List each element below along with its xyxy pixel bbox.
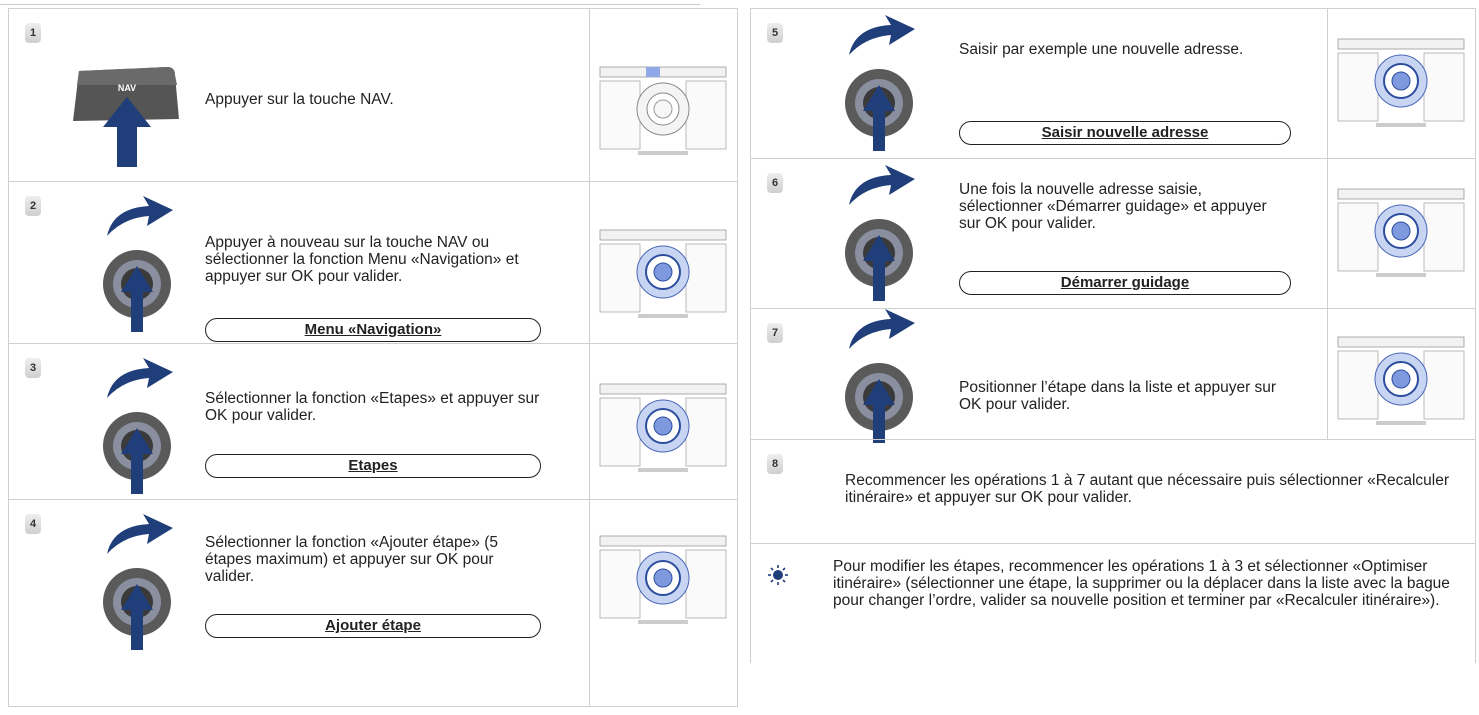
console-diagram [1327, 9, 1477, 158]
step-text: Appuyer sur la touche NAV. [205, 91, 394, 108]
header-rule [0, 0, 700, 5]
console-illustration [1337, 188, 1465, 277]
step-3: 3 OK Sélectionner la fonction «Etapes» e… [8, 343, 738, 499]
step-2: 2 OK Appuyer à nouveau sur la touche NAV… [8, 181, 738, 343]
step-number: 5 [767, 23, 783, 43]
demarrer-guidage-button[interactable]: Démarrer guidage [959, 271, 1291, 295]
console-diagram [1327, 159, 1477, 308]
console-illustration [599, 383, 727, 472]
step-text: Positionner l’étape dans la liste et app… [959, 379, 1277, 413]
ajouter-etape-button[interactable]: Ajouter étape [205, 614, 541, 638]
console-illustration [1337, 336, 1465, 425]
rotary-knob-icon: OK [845, 165, 915, 301]
left-column: 1 NAV Appuyer sur la touche NAV. 2 [8, 8, 738, 707]
tip-text: Pour modifier les étapes, recommencer le… [833, 558, 1450, 609]
rotary-knob-icon: OK [103, 514, 173, 650]
tip: Pour modifier les étapes, recommencer le… [750, 543, 1476, 663]
step-text: Appuyer à nouveau sur la touche NAV ou s… [205, 234, 519, 285]
step-number: 8 [767, 454, 783, 474]
bulb-icon [768, 565, 788, 585]
step-text: Saisir par exemple une nouvelle adresse. [959, 41, 1244, 58]
step-6: 6 OK Une fois la nouvelle adresse saisie… [750, 158, 1476, 308]
step-5: 5 OK Saisir par exemple une nouvelle adr… [750, 8, 1476, 158]
step-text: Sélectionner la fonction «Etapes» et app… [205, 390, 540, 424]
rotary-knob-icon: OK [845, 309, 915, 443]
rotary-knob-icon: OK [103, 196, 173, 332]
console-diagram [1327, 309, 1477, 439]
step-7: 7 OK Positionner l’étape dans la liste e… [750, 308, 1477, 443]
step-text: Sélectionner la fonction «Ajouter étape»… [205, 534, 498, 585]
console-illustration [1337, 38, 1465, 127]
menu-navigation-button[interactable]: Menu «Navigation» [205, 318, 541, 342]
saisir-nouvelle-adresse-button[interactable]: Saisir nouvelle adresse [959, 121, 1291, 145]
console-illustration [599, 66, 727, 155]
rotary-knob-icon: OK [103, 358, 173, 494]
console-diagram [589, 344, 739, 499]
step-number: 3 [25, 358, 41, 378]
nav-key-label: NAV [118, 83, 136, 93]
step-1: 1 NAV Appuyer sur la touche NAV. [8, 8, 738, 181]
etapes-button[interactable]: Etapes [205, 454, 541, 478]
step-4: 4 OK Sélectionner la fonction «Ajouter é… [8, 499, 738, 707]
nav-key-icon: NAV [73, 67, 179, 167]
step-number: 7 [767, 323, 783, 343]
step-number: 4 [25, 514, 41, 534]
step-8: 8 Recommencer les opérations 1 à 7 autan… [750, 439, 1476, 543]
console-diagram [589, 9, 739, 181]
right-column: 5 OK Saisir par exemple une nouvelle adr… [750, 8, 1476, 663]
step-text: Une fois la nouvelle adresse saisie, sél… [959, 181, 1267, 232]
step-number: 6 [767, 173, 783, 193]
rotary-knob-icon: OK [845, 15, 915, 151]
step-text: Recommencer les opérations 1 à 7 autant … [845, 472, 1449, 506]
step-number: 1 [25, 23, 41, 43]
console-illustration [599, 229, 727, 318]
console-diagram [589, 500, 739, 706]
console-diagram [589, 182, 739, 343]
step-number: 2 [25, 196, 41, 216]
console-illustration [599, 535, 727, 624]
